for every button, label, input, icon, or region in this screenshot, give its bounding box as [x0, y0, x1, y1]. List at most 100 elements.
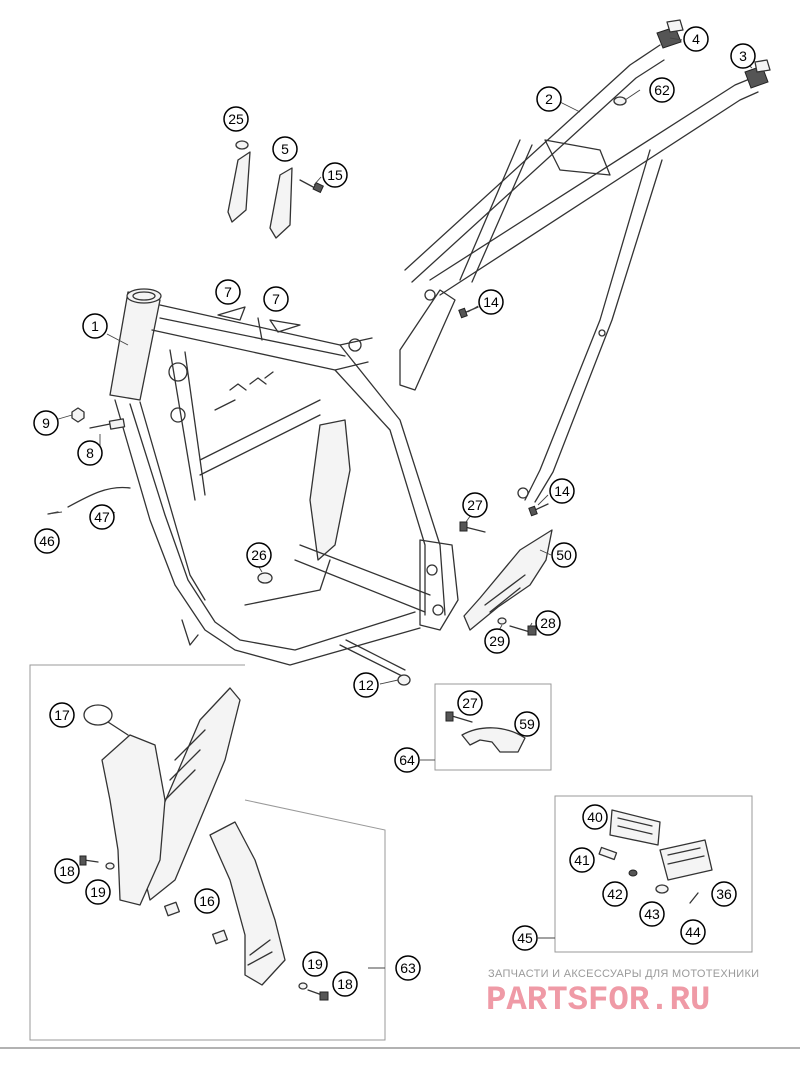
svg-text:40: 40: [587, 809, 603, 825]
bolt-27-box: [445, 711, 473, 723]
svg-text:26: 26: [251, 547, 267, 563]
end-plug-left: [656, 19, 684, 49]
callout-16: 16: [194, 888, 220, 914]
frame-guard-right: [209, 821, 286, 986]
footrest-right-36: [659, 839, 713, 881]
washer-19-upper: [105, 862, 115, 870]
watermark-logo: PARTSFOR.RU: [486, 982, 711, 1020]
callout-59: 59: [514, 711, 540, 737]
svg-text:3: 3: [739, 48, 747, 64]
leader-lines: [47, 37, 753, 969]
callout-40: 40: [582, 804, 608, 830]
callout-19b: 19: [302, 951, 328, 977]
callout-4: 4: [683, 26, 709, 52]
pin-41: [598, 846, 618, 861]
footrest-left-40: [609, 809, 661, 846]
svg-text:59: 59: [519, 716, 535, 732]
svg-text:36: 36: [716, 886, 732, 902]
cotter-pin-44: [689, 892, 699, 904]
callout-5: 5: [272, 136, 298, 162]
svg-text:17: 17: [54, 707, 70, 723]
svg-text:14: 14: [483, 294, 499, 310]
svg-text:27: 27: [462, 695, 478, 711]
callout-8: 8: [77, 440, 103, 466]
subframe: [399, 44, 759, 503]
washer-19-lower: [298, 982, 308, 990]
chain-guide-slider-59: [461, 727, 526, 753]
bolt-8: [89, 418, 126, 430]
spacer-62: [613, 96, 627, 106]
callout-25: 25: [223, 106, 249, 132]
callout-42: 42: [602, 881, 628, 907]
callout-14a: 14: [478, 289, 504, 315]
bracket-5: [269, 167, 293, 239]
bolt-15: [299, 179, 324, 194]
bolt-18-upper: [79, 855, 99, 866]
svg-text:42: 42: [607, 886, 623, 902]
bolt-27: [459, 521, 486, 533]
callout-9: 9: [33, 410, 59, 436]
callout-15: 15: [322, 162, 348, 188]
svg-text:50: 50: [556, 547, 572, 563]
watermark-caption: ЗАПЧАСТИ И АКСЕССУАРЫ ДЛЯ МОТОТЕХНИКИ: [488, 968, 760, 980]
group-box-chain-guide: [434, 683, 552, 771]
callout-50: 50: [551, 542, 577, 568]
svg-text:47: 47: [94, 509, 110, 525]
svg-text:18: 18: [59, 863, 75, 879]
spring-42: [628, 869, 638, 877]
washer-43: [655, 884, 669, 894]
callout-18b: 18: [332, 971, 358, 997]
callout-3: 3: [730, 43, 756, 69]
callout-17: 17: [49, 702, 75, 728]
svg-text:28: 28: [540, 615, 556, 631]
washer-9: [71, 407, 85, 423]
callout-43: 43: [639, 901, 665, 927]
svg-text:15: 15: [327, 167, 343, 183]
spacer-16: [164, 901, 228, 945]
svg-text:43: 43: [644, 906, 660, 922]
svg-text:14: 14: [554, 483, 570, 499]
svg-text:7: 7: [224, 284, 232, 300]
svg-text:44: 44: [685, 924, 701, 940]
svg-text:46: 46: [39, 533, 55, 549]
chain-guide-50: [463, 529, 553, 631]
callout-19a: 19: [85, 879, 111, 905]
nut-26: [257, 572, 273, 584]
svg-text:19: 19: [307, 956, 323, 972]
bolt-14-upper: [458, 306, 479, 319]
group-box-footrests: [554, 795, 753, 953]
hose-47: [67, 486, 131, 508]
svg-text:16: 16: [199, 893, 215, 909]
svg-text:2: 2: [545, 91, 553, 107]
callout-27b: 27: [457, 690, 483, 716]
callout-63: 63: [395, 955, 421, 981]
svg-text:9: 9: [42, 415, 50, 431]
callout-12: 12: [353, 672, 379, 698]
bolt-14-lower: [528, 503, 549, 517]
callout-26: 26: [246, 542, 272, 568]
svg-text:25: 25: [228, 111, 244, 127]
callout-7b: 7: [263, 286, 289, 312]
svg-text:19: 19: [90, 884, 106, 900]
svg-text:4: 4: [692, 31, 700, 47]
svg-text:18: 18: [337, 976, 353, 992]
callout-2: 2: [536, 86, 562, 112]
svg-text:5: 5: [281, 141, 289, 157]
callout-18a: 18: [54, 858, 80, 884]
svg-text:41: 41: [574, 852, 590, 868]
callout-44: 44: [680, 919, 706, 945]
callout-36: 36: [711, 881, 737, 907]
group-box-frame-protector: [29, 664, 386, 1041]
callout-45: 45: [512, 925, 538, 951]
svg-text:12: 12: [358, 677, 374, 693]
end-plug-right: [744, 59, 771, 89]
callout-62: 62: [649, 77, 675, 103]
callout-14b: 14: [549, 478, 575, 504]
svg-text:1: 1: [91, 318, 99, 334]
frame-protector-7: [217, 306, 301, 341]
callout-47: 47: [89, 504, 115, 530]
washer-29: [497, 617, 507, 625]
svg-text:62: 62: [654, 82, 670, 98]
svg-text:63: 63: [400, 960, 416, 976]
